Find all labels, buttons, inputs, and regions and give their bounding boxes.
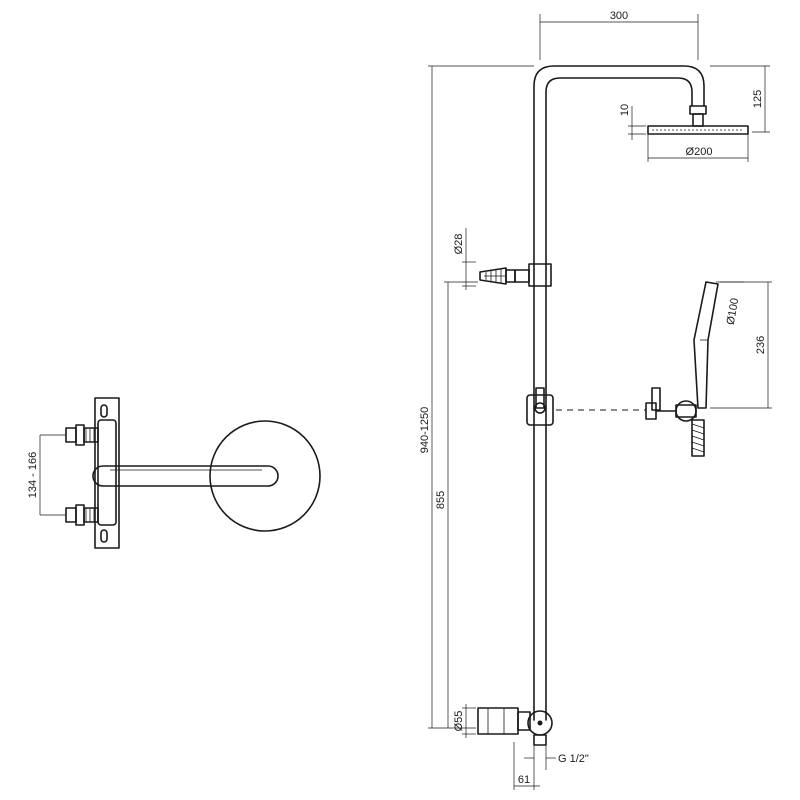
mixer-diameter-label: Ø55: [453, 711, 465, 732]
hand-shower: [645, 281, 719, 457]
rail-diameter-label: Ø28: [453, 234, 465, 255]
bracket-height-label: 855: [435, 491, 447, 509]
thread-label: G 1/2": [558, 753, 589, 765]
shower-head-side: [647, 125, 749, 135]
front-arm: [92, 465, 279, 487]
upper-inlet: [65, 424, 99, 446]
mixer-body-front: [97, 419, 117, 526]
head-diameter-label: Ø200: [686, 146, 713, 158]
arm-length-label: 300: [610, 10, 628, 22]
side-view: 300 125 10 Ø200 Ø28 Ø100 236 940-12: [419, 10, 772, 790]
wall-offset-label: 61: [518, 774, 530, 786]
lower-inlet: [65, 504, 99, 526]
round-shower-head: [209, 420, 321, 532]
inlet-spacing-label: 134 - 166: [27, 452, 39, 498]
hand-length-label: 236: [755, 336, 767, 354]
front-view: 134 - 166: [27, 397, 321, 549]
head-thickness-label: 10: [619, 104, 631, 116]
thermostatic-mixer: [477, 707, 553, 746]
head-connector: [689, 105, 707, 115]
mixer-wall-plate: [94, 397, 120, 549]
wall-support: [479, 263, 552, 287]
hand-head-diameter-label: Ø100: [725, 297, 741, 326]
hand-shower-slider: [526, 387, 554, 426]
head-offset-label: 125: [752, 90, 764, 108]
total-height-label: 940-1250: [419, 407, 431, 454]
shower-rail: [533, 65, 705, 721]
